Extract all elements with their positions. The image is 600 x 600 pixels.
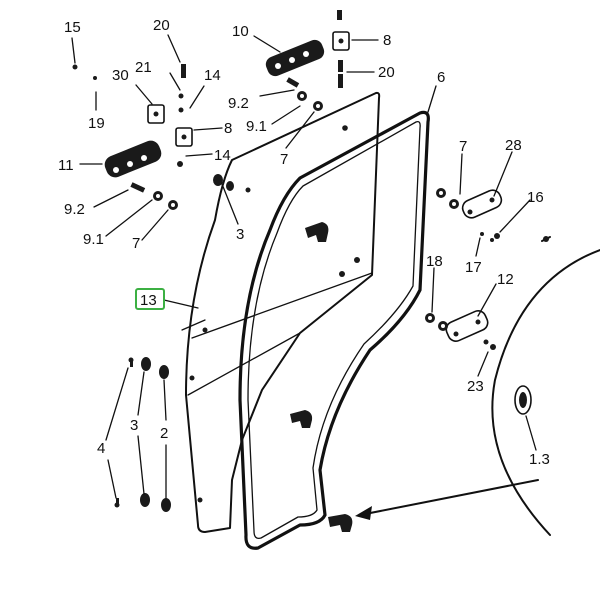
door-seal bbox=[238, 110, 430, 550]
label-20-right: 20 bbox=[378, 64, 395, 81]
latch-middle bbox=[290, 410, 313, 428]
latch-upper bbox=[305, 222, 329, 242]
label-6: 6 bbox=[437, 69, 445, 86]
label-7-top: 7 bbox=[280, 151, 288, 168]
label-4: 4 bbox=[97, 440, 105, 457]
glass-panel bbox=[181, 91, 381, 533]
label-16: 16 bbox=[527, 189, 544, 206]
callout-labels: 15 20 10 8 30 21 14 20 6 19 9.2 9.1 8 7 … bbox=[58, 17, 550, 468]
label-9-2-top: 9.2 bbox=[228, 95, 249, 112]
label-7-right: 7 bbox=[459, 138, 467, 155]
right-hinge-top bbox=[436, 188, 503, 242]
label-12: 12 bbox=[497, 271, 514, 288]
label-17: 17 bbox=[465, 259, 482, 276]
label-30: 30 bbox=[112, 67, 129, 84]
label-3-glass: 3 bbox=[236, 226, 244, 243]
upper-hinge-left bbox=[72, 64, 193, 210]
label-8-top: 8 bbox=[383, 32, 391, 49]
label-10: 10 bbox=[232, 23, 249, 40]
highlight-box-13 bbox=[135, 288, 165, 310]
right-hinge-bottom bbox=[425, 310, 496, 350]
door-frame bbox=[491, 236, 600, 536]
label-14-middle: 14 bbox=[214, 147, 231, 164]
label-11: 11 bbox=[58, 157, 74, 174]
label-18: 18 bbox=[426, 253, 443, 270]
label-9-1-top: 9.1 bbox=[246, 118, 267, 135]
label-13: 13 bbox=[140, 292, 157, 309]
label-20-top: 20 bbox=[153, 17, 170, 34]
glass-fasteners bbox=[189, 125, 360, 503]
label-1-3: 1.3 bbox=[529, 451, 550, 468]
label-14-top: 14 bbox=[204, 67, 221, 84]
label-9-1-left: 9.1 bbox=[83, 231, 104, 248]
label-2: 2 bbox=[160, 425, 168, 442]
leader-lines bbox=[71, 34, 539, 520]
label-23: 23 bbox=[467, 378, 484, 395]
label-9-2-left: 9.2 bbox=[64, 201, 85, 218]
label-7-left: 7 bbox=[132, 235, 140, 252]
label-8-middle: 8 bbox=[224, 120, 232, 137]
label-15: 15 bbox=[64, 19, 81, 36]
label-3-loose: 3 bbox=[130, 417, 138, 434]
upper-hinge-right bbox=[265, 10, 350, 111]
loose-fasteners-left bbox=[114, 357, 171, 512]
label-21: 21 bbox=[135, 59, 152, 76]
label-28: 28 bbox=[505, 137, 522, 154]
label-19: 19 bbox=[88, 115, 105, 132]
latch-lower bbox=[328, 514, 353, 532]
